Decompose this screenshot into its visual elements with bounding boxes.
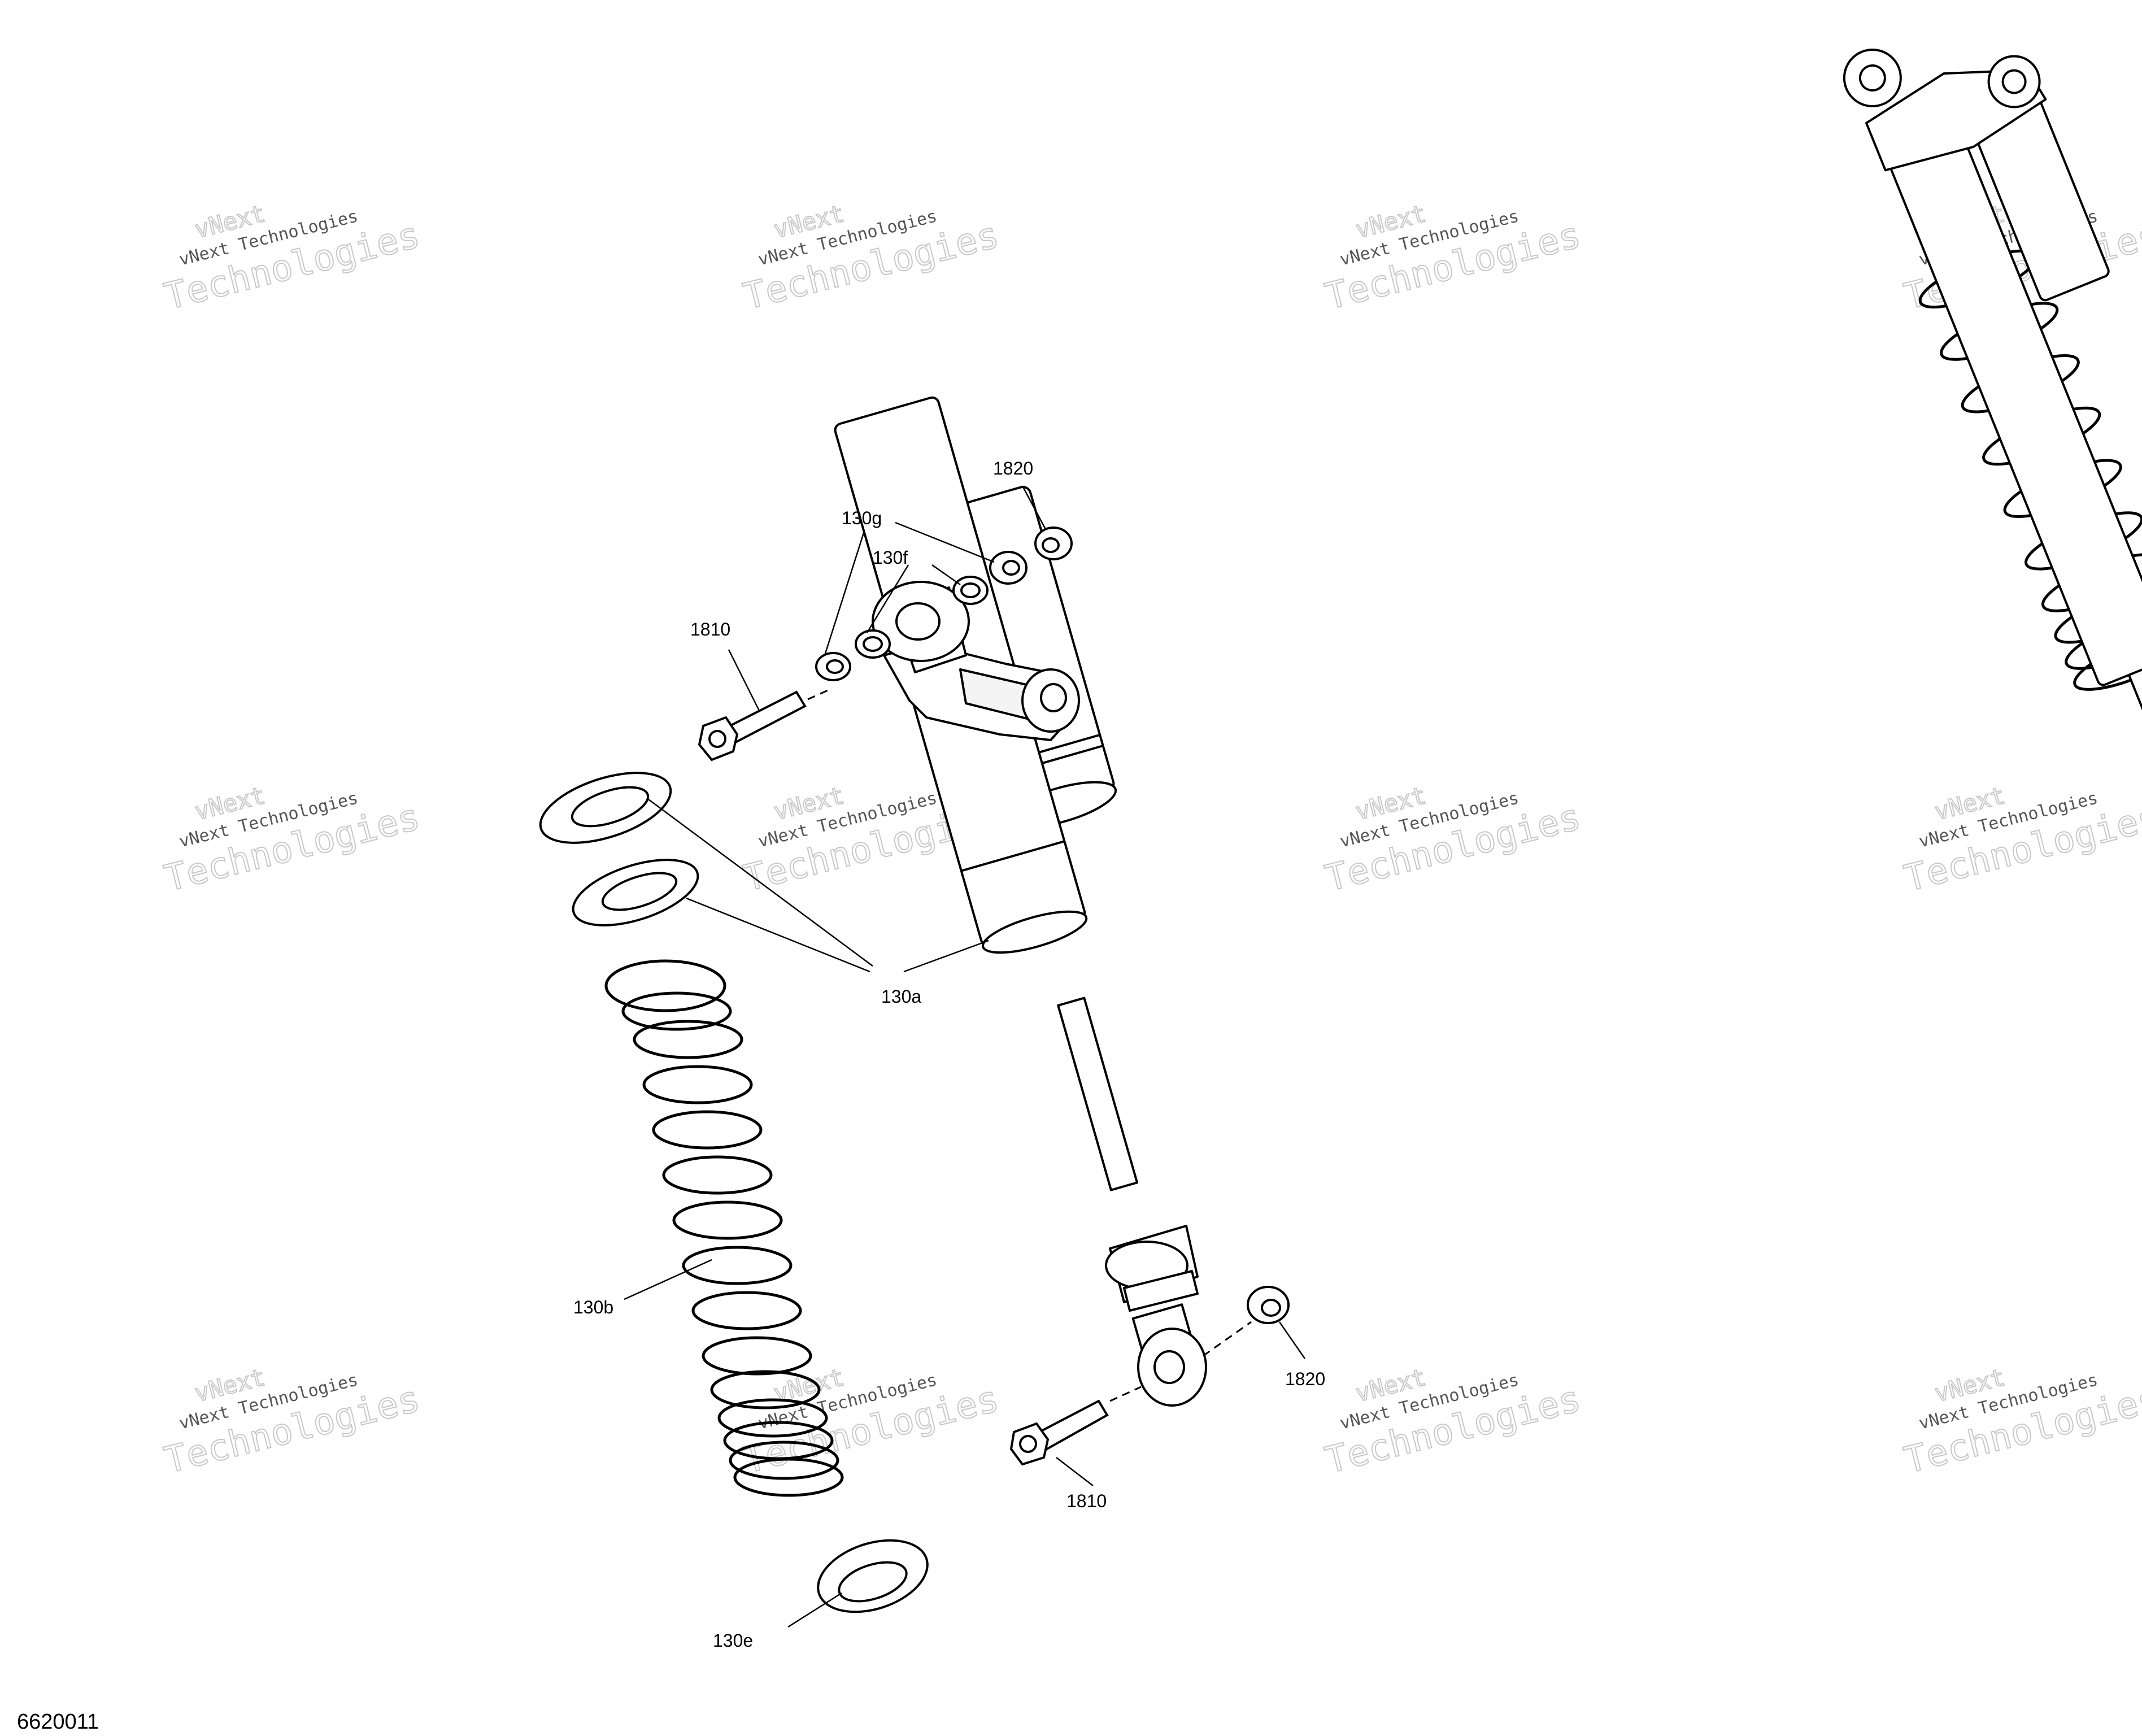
bolt-1810-top — [698, 690, 807, 762]
callout-130g: 130g — [842, 508, 882, 528]
spring-seat-130e — [817, 1539, 929, 1613]
watermark-1: vNext vNext Technologies Technologies — [160, 199, 425, 319]
coil-spring-130b — [604, 959, 844, 1497]
reference-bottom-eyelet — [2136, 724, 2142, 798]
hardware-top — [698, 527, 1073, 762]
shock-top-eyelet — [872, 581, 970, 662]
watermark-2: vNext vNext Technologies Technologies — [739, 199, 1004, 319]
callout-130f: 130f — [873, 547, 908, 568]
assembled-shock-reference — [1843, 48, 2142, 798]
shock-shaft — [1057, 997, 1139, 1191]
callout-1810-bottom: 1810 — [1066, 1491, 1107, 1511]
hardware-bottom — [1009, 1286, 1290, 1466]
watermark-3: vNext vNext Technologies Technologies — [1321, 199, 1586, 319]
preload-ring-upper — [539, 772, 672, 844]
axis-line-bottom-left — [1109, 1386, 1142, 1402]
watermark-5: vNext vNext Technologies Technologies — [160, 781, 425, 900]
preload-ring-lower — [572, 859, 699, 926]
spacer-130g-left — [815, 652, 851, 681]
axis-line-bottom-right — [1203, 1321, 1252, 1357]
shock-bumper — [1105, 1225, 1199, 1312]
figure-number: 6620011 — [17, 1710, 99, 1734]
reference-shaft — [2127, 667, 2142, 745]
nut-1820-top — [1034, 527, 1073, 560]
callout-1820-bottom: 1820 — [1285, 1369, 1325, 1389]
callout-labels: 1820 130g 130f 1810 130a 130b 1820 1810 … — [573, 458, 1325, 1651]
nut-1820-bottom — [1247, 1286, 1290, 1324]
watermark-11: vNext vNext Technologies Technologies — [1321, 1363, 1586, 1482]
shock-absorber-130a — [834, 396, 1207, 1407]
washer-130f-left — [855, 629, 891, 659]
callout-130b: 130b — [573, 1297, 613, 1317]
callout-130a: 130a — [881, 986, 921, 1007]
watermark-7: vNext vNext Technologies Technologies — [1321, 781, 1586, 900]
watermark-12: vNext vNext Technologies Technologies — [1900, 1363, 2142, 1482]
callout-1810-top: 1810 — [690, 619, 730, 639]
watermark-9: vNext vNext Technologies Technologies — [160, 1363, 425, 1482]
shock-bottom-eyelet — [1137, 1328, 1207, 1407]
callout-1820-top: 1820 — [993, 458, 1033, 478]
watermark-8: vNext vNext Technologies Technologies — [1900, 781, 2142, 900]
spacer-130g-right — [989, 551, 1028, 585]
leader-lines — [624, 485, 1306, 1628]
callout-130e: 130e — [713, 1630, 753, 1651]
washer-130f-right — [952, 576, 989, 605]
bolt-1810-bottom — [1009, 1399, 1109, 1466]
axis-line-top-left — [807, 688, 831, 701]
compression-adjuster-knob — [1021, 668, 1080, 733]
